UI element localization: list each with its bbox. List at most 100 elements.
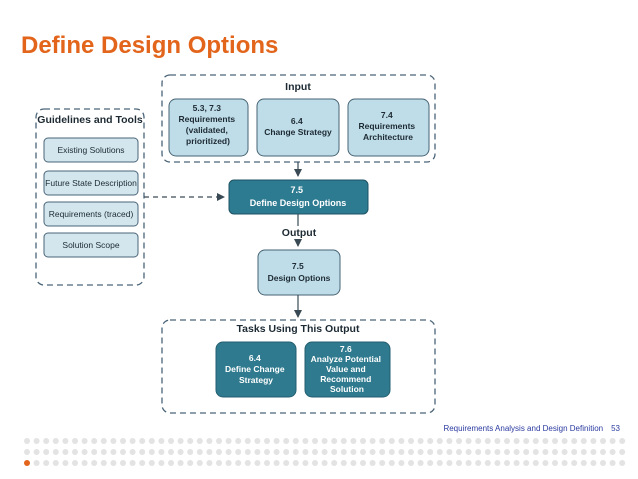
band-dot	[187, 438, 194, 444]
band-dot	[283, 449, 290, 455]
band-dot	[619, 438, 626, 444]
band-dot	[619, 460, 626, 466]
band-dot	[360, 460, 366, 466]
band-dot	[609, 449, 616, 455]
task-box-analyze-potential-value	[304, 341, 391, 398]
band-dot	[417, 449, 424, 455]
band-dot	[609, 460, 616, 466]
band-dot	[292, 460, 299, 466]
band-dot	[388, 460, 395, 466]
band-dot	[129, 438, 136, 444]
band-dot	[244, 449, 251, 455]
band-dot	[360, 438, 366, 444]
tool-existing-solutions	[43, 137, 139, 163]
band-dot	[158, 438, 165, 444]
band-dot	[216, 449, 222, 455]
band-dot	[504, 449, 510, 455]
band-dot	[120, 449, 126, 455]
band-dot	[580, 460, 587, 466]
band-dot	[446, 449, 453, 455]
band-dot	[312, 449, 318, 455]
band-dot	[292, 438, 299, 444]
band-dot	[427, 460, 434, 466]
band-dot	[177, 438, 184, 444]
tool-future-state	[43, 170, 139, 196]
band-dot	[254, 438, 261, 444]
band-dot	[523, 449, 530, 455]
task-box-text: 6.4 Define Change Strategy	[225, 353, 287, 385]
band-dot	[100, 438, 107, 444]
band-dot	[302, 438, 309, 444]
band-dot	[110, 449, 117, 455]
output-box-design-options	[257, 249, 341, 296]
band-dot	[590, 438, 597, 444]
band-dot	[360, 449, 366, 455]
band-dot	[571, 460, 578, 466]
band-dot	[139, 449, 146, 455]
input-box-change-strategy	[256, 98, 340, 157]
band-dot	[369, 438, 376, 444]
band-dot	[43, 438, 50, 444]
band-dot	[91, 449, 98, 455]
band-dot	[196, 460, 203, 466]
band-dot	[148, 460, 155, 466]
band-dot	[532, 449, 539, 455]
band-dot	[542, 438, 549, 444]
band-dot	[513, 438, 520, 444]
band-dot	[561, 460, 568, 466]
band-dot	[302, 460, 309, 466]
guidelines-heading: Guidelines and Tools	[37, 114, 143, 126]
tool-label: Solution Scope	[62, 240, 119, 250]
band-dot	[417, 438, 424, 444]
band-dot	[504, 460, 510, 466]
band-dot	[331, 449, 338, 455]
band-dot	[62, 460, 69, 466]
band-dot	[283, 460, 290, 466]
band-dot	[446, 460, 453, 466]
band-dot	[187, 449, 194, 455]
band-dot	[504, 438, 510, 444]
band-dot	[552, 460, 558, 466]
input-box-text: 5.3, 7.3 Requirements (validated, priori…	[178, 103, 237, 146]
band-dot	[33, 438, 40, 444]
band-dot	[475, 438, 482, 444]
tool-label: Requirements (traced)	[49, 209, 134, 219]
band-dot	[388, 449, 395, 455]
band-dot	[494, 438, 501, 444]
band-dot	[129, 460, 136, 466]
band-dot	[542, 460, 549, 466]
band-dot	[273, 449, 280, 455]
tasks-using-output-heading: Tasks Using This Output	[237, 323, 360, 335]
band-dot	[321, 449, 328, 455]
band-dot	[513, 460, 520, 466]
band-dot	[273, 460, 280, 466]
band-dot	[408, 460, 414, 466]
band-dot	[81, 460, 88, 466]
band-dot	[139, 438, 146, 444]
band-dot	[225, 460, 232, 466]
footer: Requirements Analysis and Design Definit…	[300, 424, 620, 433]
band-dot	[408, 438, 414, 444]
band-dot	[196, 449, 203, 455]
band-dot	[331, 460, 338, 466]
band-dot	[561, 449, 568, 455]
band-dot	[398, 460, 405, 466]
band-dot	[398, 449, 405, 455]
band-dot	[465, 449, 472, 455]
tool-solution-scope	[43, 232, 139, 258]
band-dot	[600, 438, 606, 444]
band-dot	[456, 460, 462, 466]
band-dot	[110, 438, 117, 444]
band-dot	[532, 460, 539, 466]
band-dot	[206, 460, 213, 466]
band-dot	[168, 449, 174, 455]
band-dot	[52, 438, 59, 444]
band-dot	[292, 449, 299, 455]
band-dot	[177, 460, 184, 466]
band-dot	[81, 438, 88, 444]
band-dot	[196, 438, 203, 444]
band-dot	[600, 460, 606, 466]
band-dot	[120, 438, 126, 444]
band-dot	[43, 460, 50, 466]
band-dot	[542, 449, 549, 455]
